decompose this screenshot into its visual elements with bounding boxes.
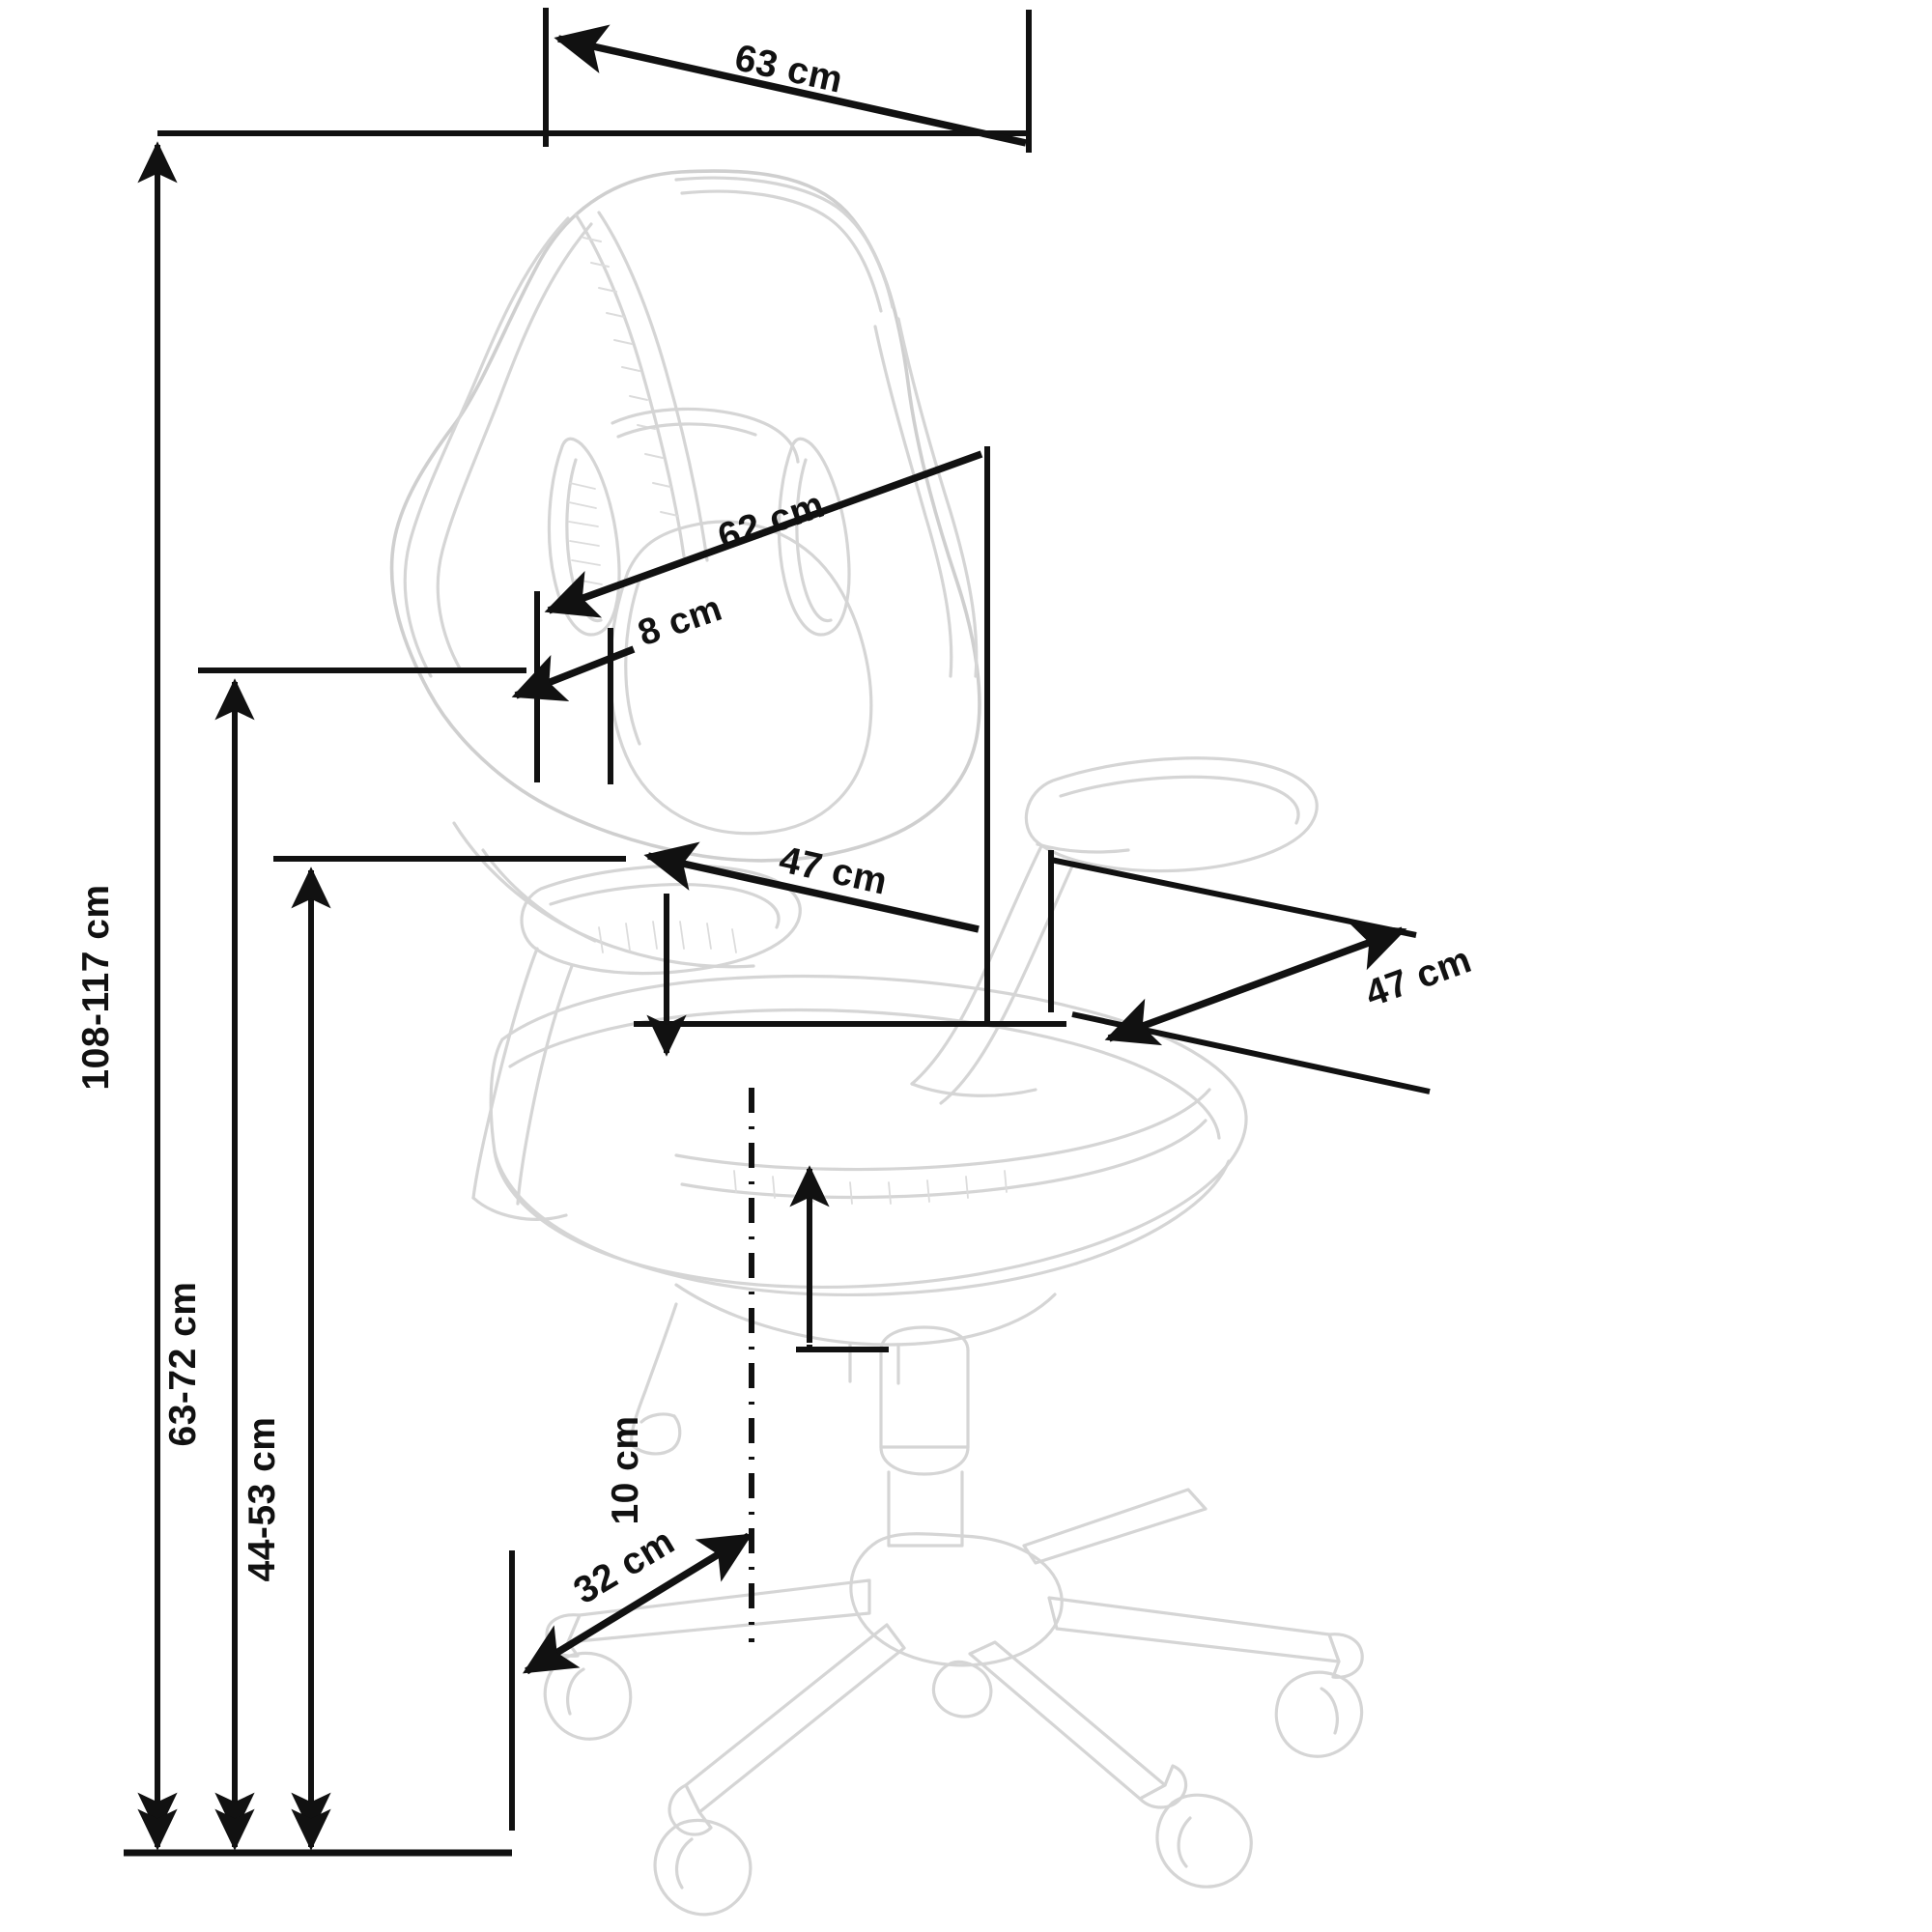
dimension-label-armrest-height: 63-72 cm — [162, 1281, 204, 1447]
dimension-label-overall-height: 108-117 cm — [75, 884, 117, 1091]
dimension-label-gas-lift: 10 cm — [605, 1415, 646, 1525]
dimension-label-seat-height: 44-53 cm — [242, 1416, 283, 1582]
